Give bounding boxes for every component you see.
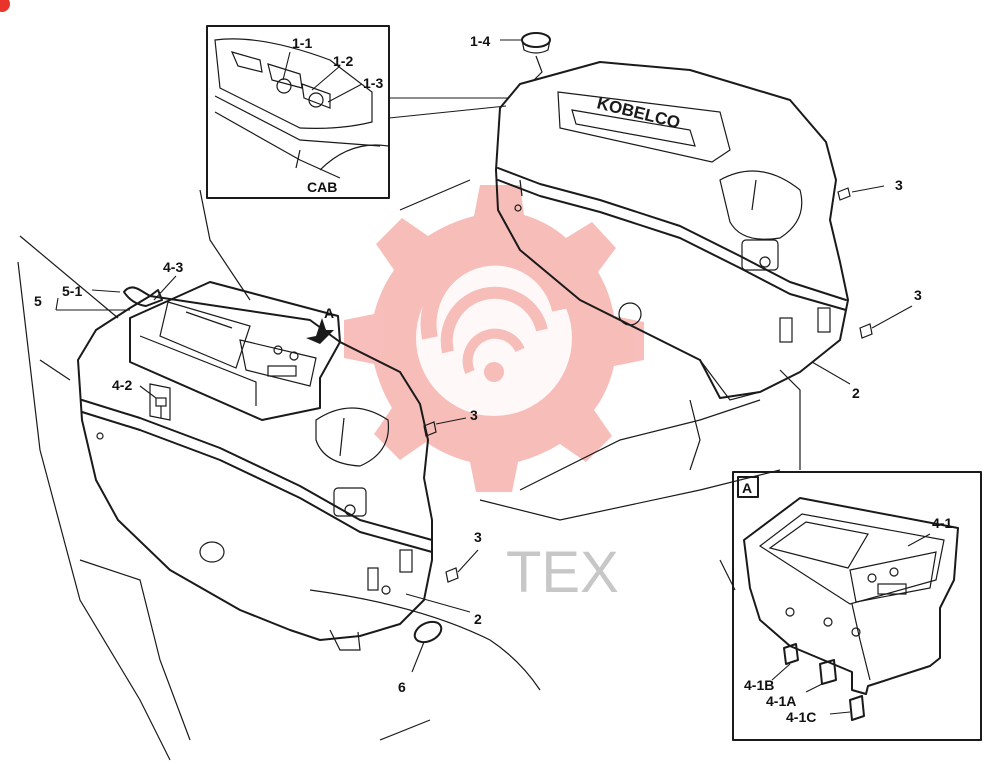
callout-5: 5 bbox=[34, 293, 42, 309]
callout-1-2: 1-2 bbox=[333, 53, 353, 69]
inset-cab-switches bbox=[206, 25, 390, 199]
callout-1-4: 1-4 bbox=[470, 33, 490, 49]
callout-arrow-a: A bbox=[324, 305, 334, 321]
callout-2-lower: 2 bbox=[474, 611, 482, 627]
key-5-1-icon bbox=[123, 286, 163, 307]
leader-lines bbox=[55, 39, 931, 715]
screw-3-icon bbox=[423, 187, 873, 583]
callout-4-1b: 4-1B bbox=[744, 677, 774, 693]
callout-1-3: 1-3 bbox=[363, 75, 383, 91]
callout-1-1: 1-1 bbox=[292, 35, 312, 51]
gear-logo-icon bbox=[344, 185, 644, 492]
callout-5-1: 5-1 bbox=[62, 283, 82, 299]
callout-4-2: 4-2 bbox=[112, 377, 132, 393]
callout-3-lower: 3 bbox=[474, 529, 482, 545]
callout-6: 6 bbox=[398, 679, 406, 695]
callout-4-1: 4-1 bbox=[932, 515, 952, 531]
callout-4-1a: 4-1A bbox=[766, 693, 796, 709]
brand-plate: KOBELCO bbox=[595, 93, 682, 132]
callout-3-top-right: 3 bbox=[895, 177, 903, 193]
bolt-4-2-icon bbox=[155, 397, 167, 418]
callout-4-1c: 4-1C bbox=[786, 709, 816, 725]
watermark-text: TEX bbox=[506, 540, 619, 605]
knob-1-4-icon bbox=[521, 32, 551, 81]
callout-3-right: 3 bbox=[914, 287, 922, 303]
callout-cab: CAB bbox=[307, 179, 337, 195]
cap-6-icon bbox=[413, 620, 443, 644]
corner-badge-icon bbox=[0, 0, 10, 12]
inset-view-a bbox=[732, 471, 982, 741]
callout-2-right: 2 bbox=[852, 385, 860, 401]
callout-3-center: 3 bbox=[470, 407, 478, 423]
cab-background-outline bbox=[17, 179, 801, 761]
left-console bbox=[77, 281, 433, 651]
detail-view-label: A bbox=[742, 480, 752, 496]
view-a-arrow-icon bbox=[306, 318, 334, 344]
callout-4-3: 4-3 bbox=[163, 259, 183, 275]
watermark bbox=[344, 185, 644, 492]
